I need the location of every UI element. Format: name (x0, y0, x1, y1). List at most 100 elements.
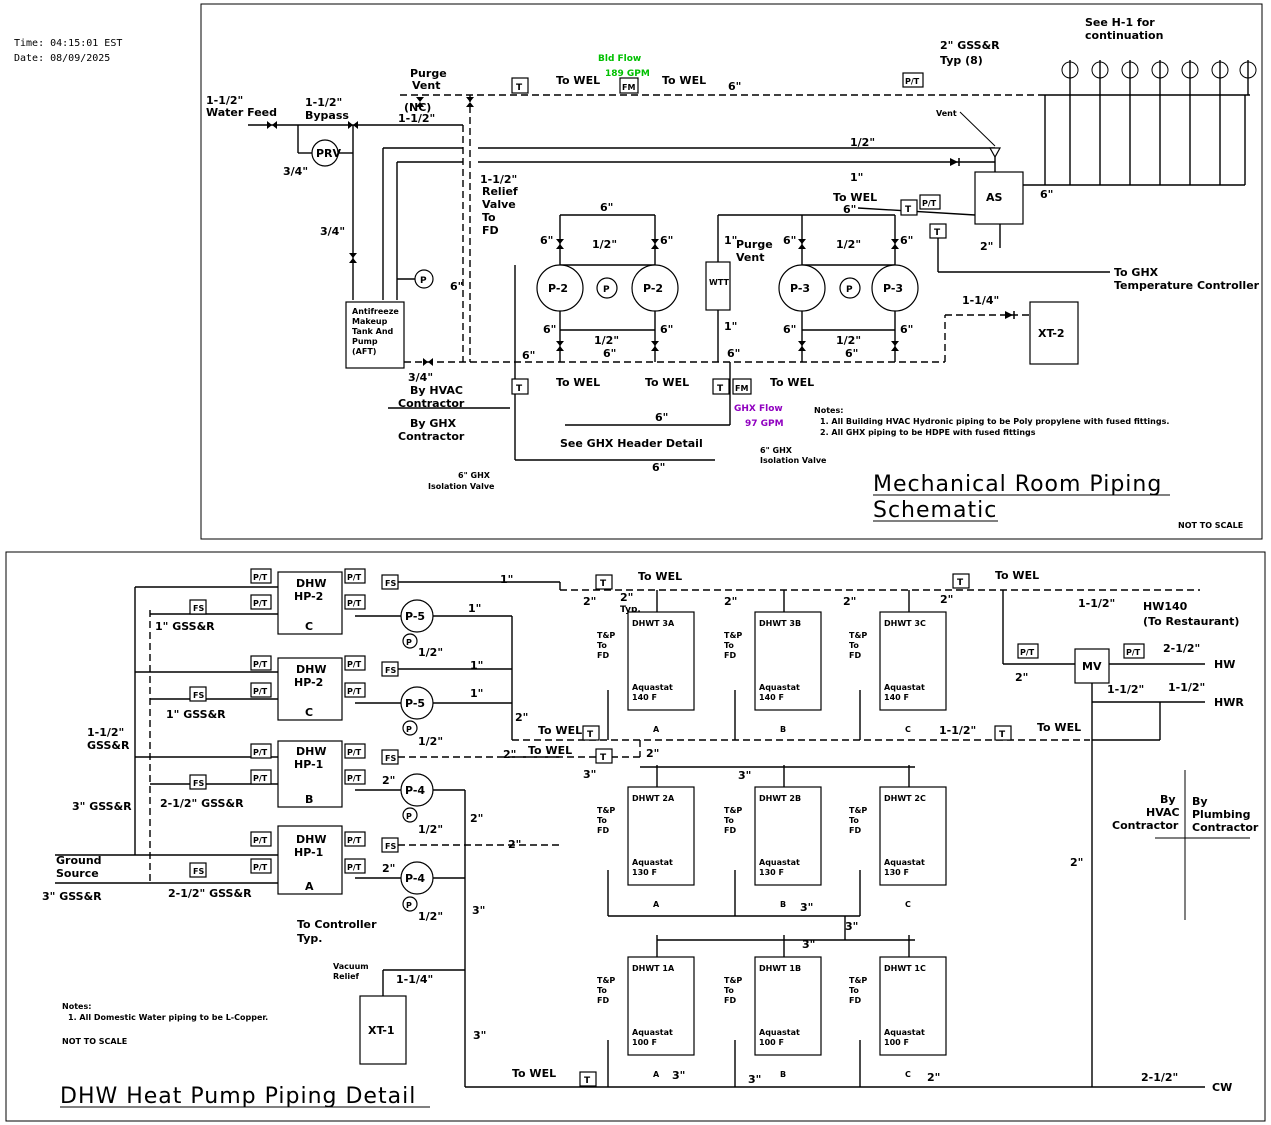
svg-text:1/2": 1/2" (836, 334, 861, 347)
svg-text:2": 2" (382, 862, 395, 875)
aquastat-temp: 130 F (884, 868, 909, 877)
svg-text:1/2": 1/2" (418, 646, 443, 659)
tp-label: FD (849, 826, 861, 835)
svg-text:AS: AS (986, 191, 1003, 204)
svg-text:3": 3" (748, 1073, 761, 1086)
svg-text:FS: FS (385, 754, 396, 763)
svg-text:1": 1" (468, 602, 481, 615)
dhw-tank (627, 786, 695, 886)
hwr-label: HWR (1214, 696, 1244, 709)
to-wel-label: To WEL (556, 74, 600, 87)
svg-text:(AFT): (AFT) (352, 347, 376, 356)
svg-text:P/T: P/T (253, 774, 268, 783)
svg-text:1/2": 1/2" (418, 910, 443, 923)
svg-text:To WEL: To WEL (833, 191, 877, 204)
svg-text:2": 2" (515, 711, 528, 724)
svg-text:2": 2" (470, 812, 483, 825)
svg-text:P: P (603, 285, 610, 295)
tp-label: To (724, 816, 734, 825)
aquastat-label: Aquastat (759, 683, 800, 692)
svg-text:P: P (846, 285, 853, 295)
hw-label: HW (1214, 658, 1235, 671)
svg-text:1-1/2": 1-1/2" (1078, 597, 1115, 610)
svg-text:By: By (1192, 795, 1208, 808)
hw140-restaurant-label: (To Restaurant) (1143, 615, 1239, 628)
svg-text:P/T: P/T (347, 836, 362, 845)
svg-text:1": 1" (724, 234, 737, 247)
svg-text:NOT TO SCALE: NOT TO SCALE (62, 1037, 127, 1046)
svg-text:6": 6" (652, 461, 665, 474)
svg-text:P/T: P/T (253, 748, 268, 757)
aquastat-label: Aquastat (632, 683, 673, 692)
svg-text:FS: FS (193, 691, 204, 700)
svg-text:Contractor: Contractor (1112, 819, 1179, 832)
svg-text:MV: MV (1082, 660, 1102, 673)
mech-title-line1: Mechanical Room Piping (873, 472, 1162, 497)
prv-label: PRV (316, 147, 342, 160)
svg-text:6": 6" (540, 234, 553, 247)
svg-text:T: T (717, 384, 724, 394)
aquastat-label: Aquastat (632, 1028, 673, 1037)
svg-text:1": 1" (470, 687, 483, 700)
svg-text:P-4: P-4 (405, 784, 425, 797)
see-ghx-header-label: See GHX Header Detail (560, 437, 703, 450)
xt1-tank (359, 995, 407, 1065)
tp-label: T&P (597, 806, 615, 815)
svg-text:3" GSS&R: 3" GSS&R (42, 890, 102, 903)
svg-text:DHW: DHW (296, 833, 326, 846)
svg-text:Vent: Vent (736, 251, 764, 264)
svg-text:1-1/2": 1-1/2" (480, 173, 517, 186)
svg-text:6": 6" (655, 411, 668, 424)
svg-text:T: T (905, 205, 912, 215)
dhw-tank-label: DHWT 3C (884, 619, 926, 628)
svg-text:HP-2: HP-2 (294, 676, 323, 689)
svg-text:6": 6" (660, 323, 673, 336)
ground-source-label: Source (56, 867, 99, 880)
dhw-tank-label: DHWT 3B (759, 619, 801, 628)
svg-text:3/4": 3/4" (283, 165, 308, 178)
dhw-tank (754, 956, 822, 1056)
mixing-valve (1074, 648, 1110, 684)
svg-text:P/T: P/T (347, 748, 362, 757)
tp-label: T&P (597, 631, 615, 640)
dhw-tank-label: DHWT 1C (884, 964, 926, 973)
svg-text:2": 2" (1070, 856, 1083, 869)
vent-label: Vent (936, 109, 957, 118)
svg-text:6": 6" (900, 234, 913, 247)
aquastat-label: Aquastat (884, 683, 925, 692)
aquastat-temp: 140 F (884, 693, 909, 702)
tp-label: FD (724, 651, 736, 660)
svg-text:FS: FS (193, 779, 204, 788)
hp1-lower: DHW HP-1 A (135, 825, 343, 895)
svg-text:3/4": 3/4" (408, 371, 433, 384)
svg-text:P-2: P-2 (643, 282, 663, 295)
svg-text:2": 2" (620, 591, 633, 604)
date-readout: Date: 08/09/2025 (14, 53, 110, 64)
gssr-loops (1045, 60, 1257, 185)
dhw-tank-label: DHWT 1B (759, 964, 801, 973)
wtt-tank (705, 261, 731, 311)
svg-text:P/T: P/T (253, 687, 268, 696)
purge-vent-label: Vent (412, 79, 440, 92)
svg-text:3": 3" (583, 768, 596, 781)
svg-text:1": 1" (724, 320, 737, 333)
dhw-tank (627, 956, 695, 1056)
svg-text:B: B (305, 793, 313, 806)
bypass-label: Bypass (305, 109, 349, 122)
svg-text:Purge: Purge (736, 238, 773, 251)
tp-label: FD (724, 826, 736, 835)
svg-text:3": 3" (845, 920, 858, 933)
svg-text:P/T: P/T (253, 836, 268, 845)
svg-text:Notes:: Notes: (814, 406, 843, 415)
svg-text:DHW: DHW (296, 577, 326, 590)
svg-text:Tank And: Tank And (352, 327, 394, 336)
aquastat-label: Aquastat (759, 1028, 800, 1037)
tank-letter: A (653, 900, 660, 909)
dhw-tank (754, 611, 822, 711)
dhw-tank-label: DHWT 2A (632, 794, 675, 803)
svg-text:T: T (934, 228, 941, 238)
svg-text:6": 6" (543, 323, 556, 336)
svg-text:6": 6" (728, 80, 741, 93)
svg-text:FS: FS (193, 604, 204, 613)
